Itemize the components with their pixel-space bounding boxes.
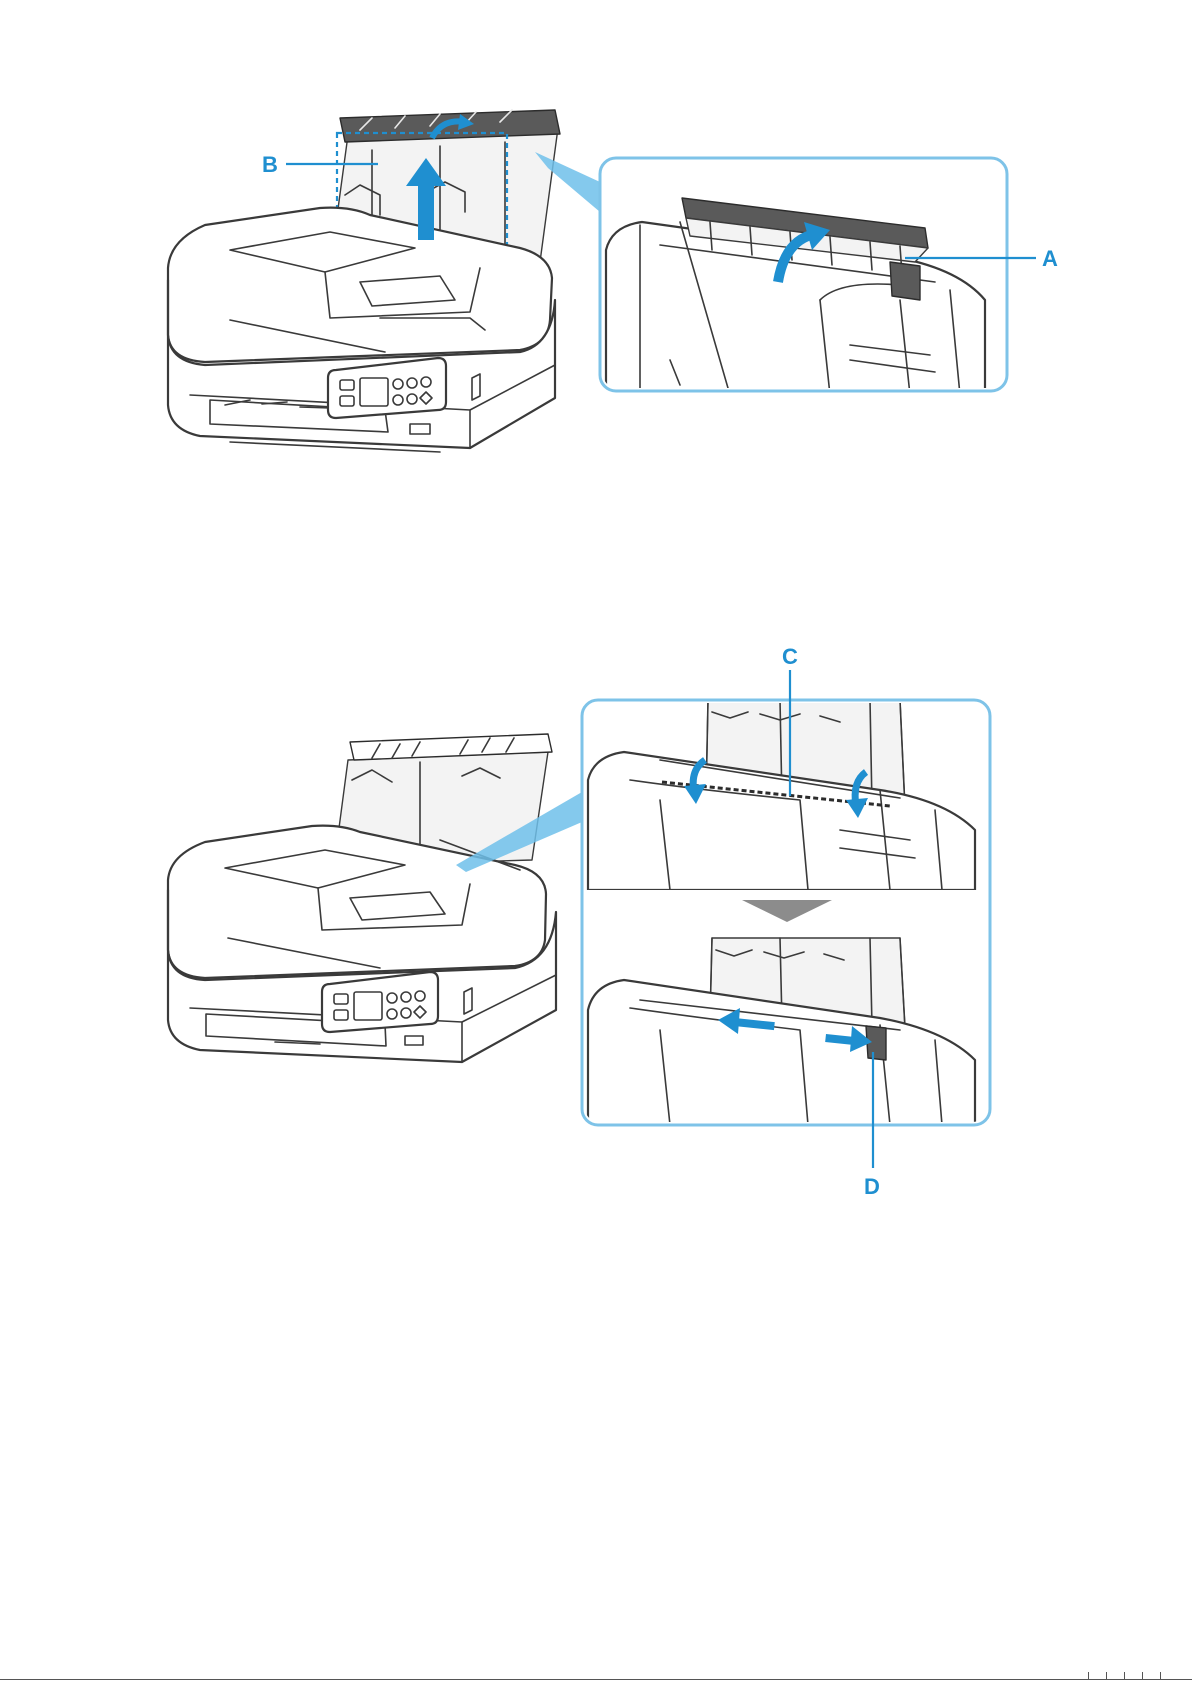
callout-2-lower [588,938,975,1125]
figure-2-printer [168,734,582,1062]
callout-2-upper [588,700,975,890]
label-b: B [262,152,278,177]
callout-1: A [600,158,1058,395]
page-bottom-tick [1088,1672,1089,1680]
page-bottom-tick [1124,1672,1125,1680]
page-bottom-tick [1160,1672,1161,1680]
label-a: A [1042,246,1058,271]
figure-1-printer: B [168,110,600,452]
label-c: C [782,644,798,669]
page-bottom-tick [1142,1672,1143,1680]
page-bottom-tick [1106,1672,1107,1680]
page-bottom-rule [0,1679,1192,1680]
callout-2: C D [582,644,990,1199]
label-d: D [864,1174,880,1199]
